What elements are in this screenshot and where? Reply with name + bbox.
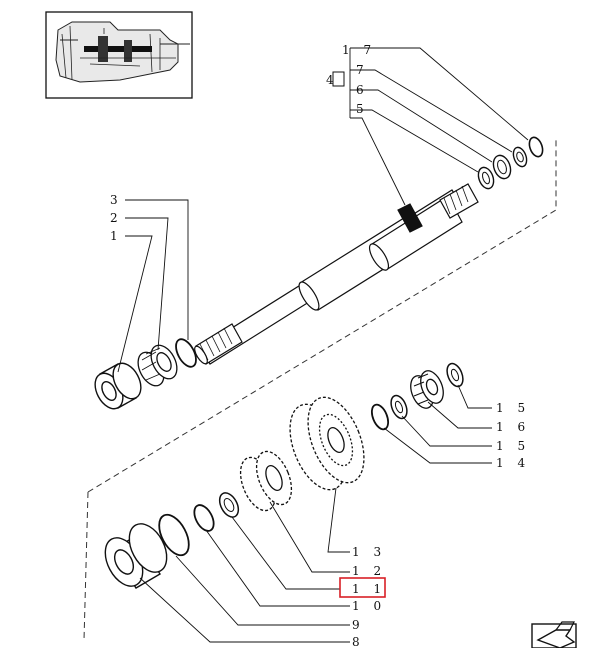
washer-7 xyxy=(512,146,528,168)
callout-2: 2 xyxy=(110,211,123,225)
snap-ring-10 xyxy=(193,504,215,532)
assembly-dashed-frame xyxy=(83,140,557,641)
callout-8: 8 xyxy=(352,635,365,648)
callout-11: 1 1 xyxy=(352,582,386,596)
callout-16: 1 6 xyxy=(496,420,530,434)
snap-ring-14 xyxy=(370,403,390,431)
gear-13 xyxy=(289,396,365,491)
callout-4: 4 xyxy=(326,73,339,87)
bearing-6 xyxy=(492,154,512,180)
needle-bearing-2 xyxy=(137,344,178,387)
bearing-1 xyxy=(94,362,142,410)
washer-11 xyxy=(218,492,240,518)
callout-4-box xyxy=(332,71,345,87)
snap-ring-9 xyxy=(158,513,190,557)
bushing-5 xyxy=(477,166,495,190)
callout-13: 1 3 xyxy=(352,545,386,559)
callout-6: 6 xyxy=(356,83,369,97)
callout-17: 1 7 xyxy=(342,43,376,57)
washer-15-upper xyxy=(446,362,464,388)
needle-bearing-16 xyxy=(410,370,444,409)
leader-lines xyxy=(117,47,529,643)
snap-ring-3 xyxy=(175,338,197,368)
main-shaft xyxy=(194,183,479,365)
callout-15-lower: 1 5 xyxy=(496,439,530,453)
bearing-8 xyxy=(104,523,168,589)
gear-12 xyxy=(239,450,293,512)
next-page-arrow-icon[interactable] xyxy=(531,621,577,649)
highlight-box-callout-11 xyxy=(339,577,386,598)
callout-labels: 1 7 7 4 6 5 3 2 1 1 5 1 6 1 5 1 4 1 3 1 … xyxy=(110,43,530,649)
callout-1: 1 xyxy=(110,229,123,243)
callout-14: 1 4 xyxy=(496,456,530,470)
snap-ring-17 xyxy=(528,136,544,158)
callout-15-upper: 1 5 xyxy=(496,401,530,415)
callout-9: 9 xyxy=(352,618,365,632)
washer-15-lower xyxy=(390,394,408,420)
callout-12: 1 2 xyxy=(352,564,386,578)
callout-5: 5 xyxy=(356,102,369,116)
callout-7: 7 xyxy=(356,63,369,77)
callout-3: 3 xyxy=(110,193,123,207)
transmission-thumbnail xyxy=(45,11,193,99)
callout-10: 1 0 xyxy=(352,599,386,613)
